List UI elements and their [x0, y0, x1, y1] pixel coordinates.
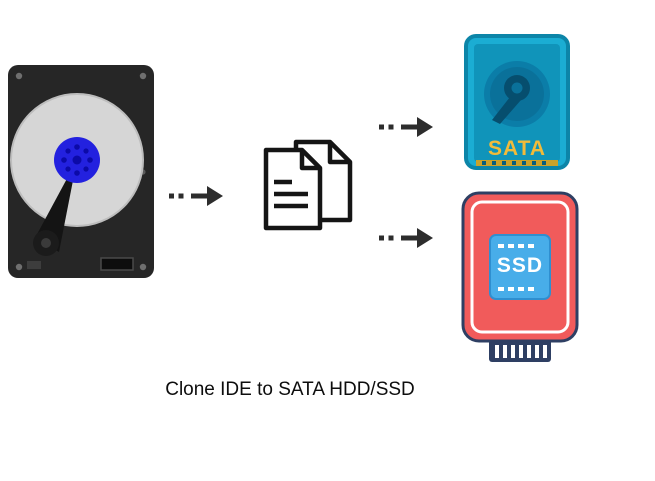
sata-drive-graphic	[464, 34, 570, 170]
arrow-right-icon	[379, 228, 433, 248]
arrow-right-icon	[379, 117, 433, 137]
ssd-label: SSD	[496, 254, 544, 277]
arrow-right-icon	[169, 186, 223, 206]
sata-label: SATA	[487, 137, 547, 160]
ssd-drive-graphic	[461, 191, 579, 362]
copy-files-icon	[263, 139, 353, 231]
ssd-icon: SSD	[459, 190, 581, 365]
caption: Clone IDE to SATA HDD/SSD	[165, 379, 415, 400]
sata-hdd-icon: SATA	[464, 34, 570, 170]
ide-hdd-icon	[8, 65, 154, 278]
